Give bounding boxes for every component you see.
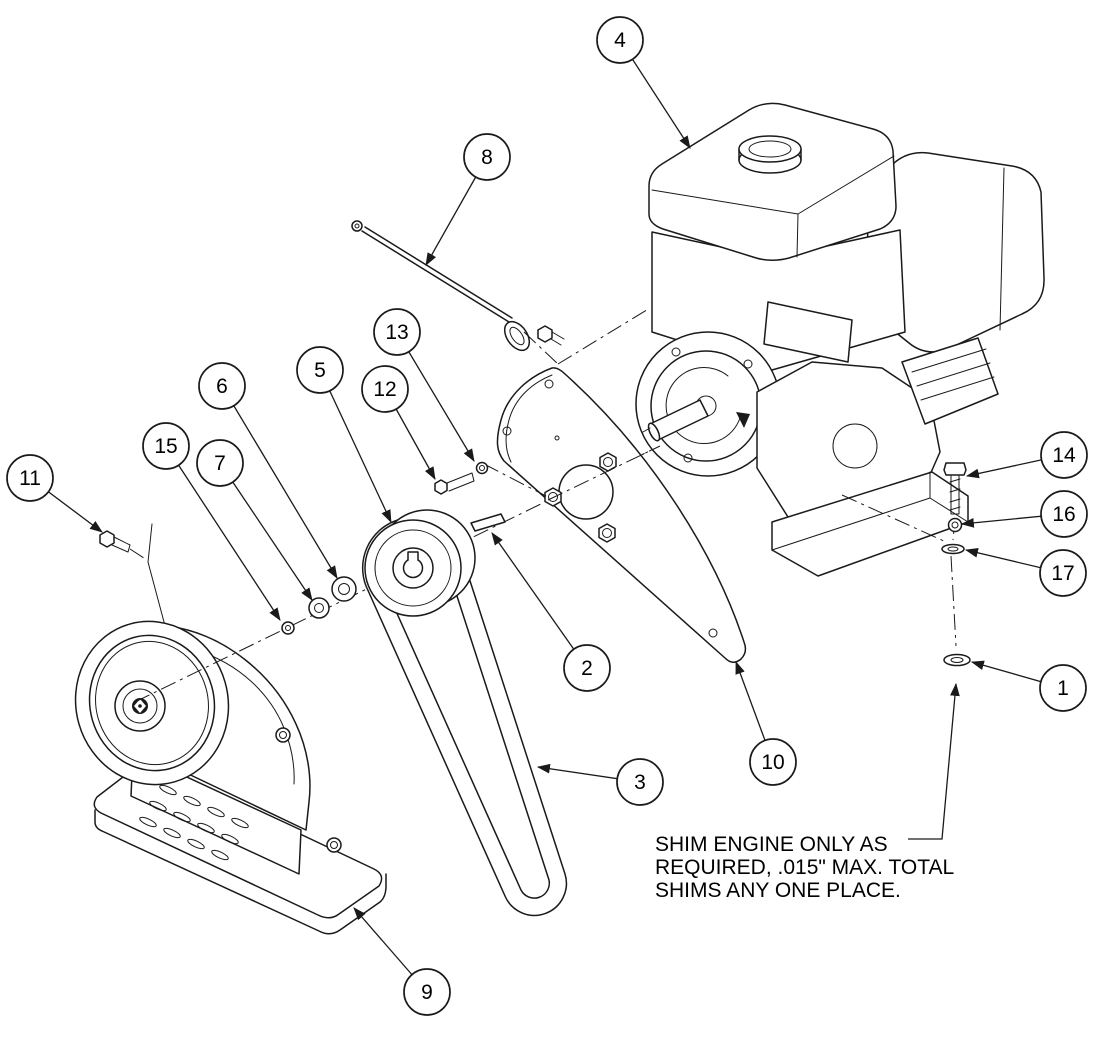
callout-12: 12 — [361, 365, 436, 480]
callout-16: 16 — [960, 490, 1088, 538]
rotation-arrow — [736, 412, 750, 428]
callout-1: 1 — [970, 660, 1087, 712]
callout-2: 2 — [491, 532, 611, 692]
callout-8: 8 — [425, 133, 511, 266]
svg-text:3: 3 — [634, 771, 646, 794]
svg-text:15: 15 — [154, 435, 177, 458]
callout-13: 13 — [373, 308, 475, 462]
shim-note-line-2: REQUIRED, .015" MAX. TOTAL — [655, 856, 954, 879]
callout-7: 7 — [196, 439, 313, 601]
callout-10: 10 — [735, 660, 797, 786]
callout-15: 15 — [142, 422, 281, 621]
shim-note: SHIM ENGINE ONLY AS REQUIRED, .015" MAX.… — [655, 682, 960, 902]
svg-text:12: 12 — [373, 378, 396, 401]
shim-note-line-1: SHIM ENGINE ONLY AS — [655, 833, 888, 856]
brand-emblem — [132, 698, 148, 714]
svg-text:16: 16 — [1052, 503, 1075, 526]
svg-text:4: 4 — [614, 29, 626, 52]
svg-text:2: 2 — [581, 657, 593, 680]
svg-text:14: 14 — [1052, 444, 1076, 467]
plate-bolt-hardware — [434, 461, 489, 495]
svg-text:1: 1 — [1057, 677, 1069, 700]
callout-3: 3 — [536, 758, 664, 806]
svg-text:17: 17 — [1051, 562, 1074, 585]
shim-note-line-3: SHIMS ANY ONE PLACE. — [655, 879, 901, 902]
fuel-tank — [648, 102, 897, 261]
callout-14: 14 — [965, 431, 1088, 479]
shaft-key — [470, 513, 506, 532]
mounting-plate — [483, 367, 747, 663]
fuel-cap — [738, 135, 802, 174]
callout-5: 5 — [296, 346, 392, 523]
svg-text:13: 13 — [385, 321, 408, 344]
dipstick — [351, 220, 651, 365]
callout-6: 6 — [198, 362, 338, 579]
svg-text:6: 6 — [216, 375, 228, 398]
gearbox-assembly — [74, 523, 387, 935]
callout-17: 17 — [964, 548, 1087, 597]
vent-louvers — [139, 784, 249, 861]
mount-bracket-edge — [147, 523, 165, 623]
shaft-washers — [281, 576, 357, 635]
svg-text:5: 5 — [314, 359, 326, 382]
callout-4: 4 — [596, 16, 691, 149]
svg-text:10: 10 — [761, 751, 784, 774]
svg-text:7: 7 — [214, 452, 226, 475]
callout-9: 9 — [353, 907, 451, 1016]
pulley — [364, 509, 476, 617]
callout-11: 11 — [6, 454, 103, 533]
engine — [635, 102, 1045, 577]
svg-text:8: 8 — [481, 146, 493, 169]
svg-text:11: 11 — [19, 467, 41, 490]
gearbox-bolt — [99, 530, 148, 561]
svg-text:9: 9 — [421, 981, 433, 1004]
